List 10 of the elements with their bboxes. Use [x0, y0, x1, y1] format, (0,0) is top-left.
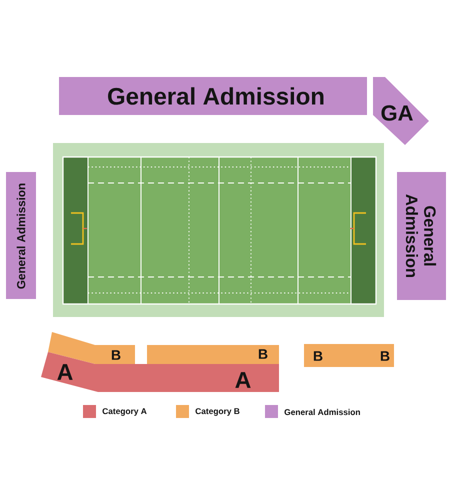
seating-section: B [48, 332, 135, 364]
seating-section: General Admission [397, 172, 446, 300]
legend-label: Category B [196, 408, 240, 416]
seating-section: General Admission [6, 172, 36, 299]
seating-section: GA [373, 77, 429, 145]
legend-label: General Admission [284, 408, 360, 416]
legend-label: Category A [102, 408, 147, 416]
seating-section: General Admission [59, 77, 367, 115]
seating-section: B B [304, 344, 394, 367]
seating-section: B [147, 345, 279, 364]
